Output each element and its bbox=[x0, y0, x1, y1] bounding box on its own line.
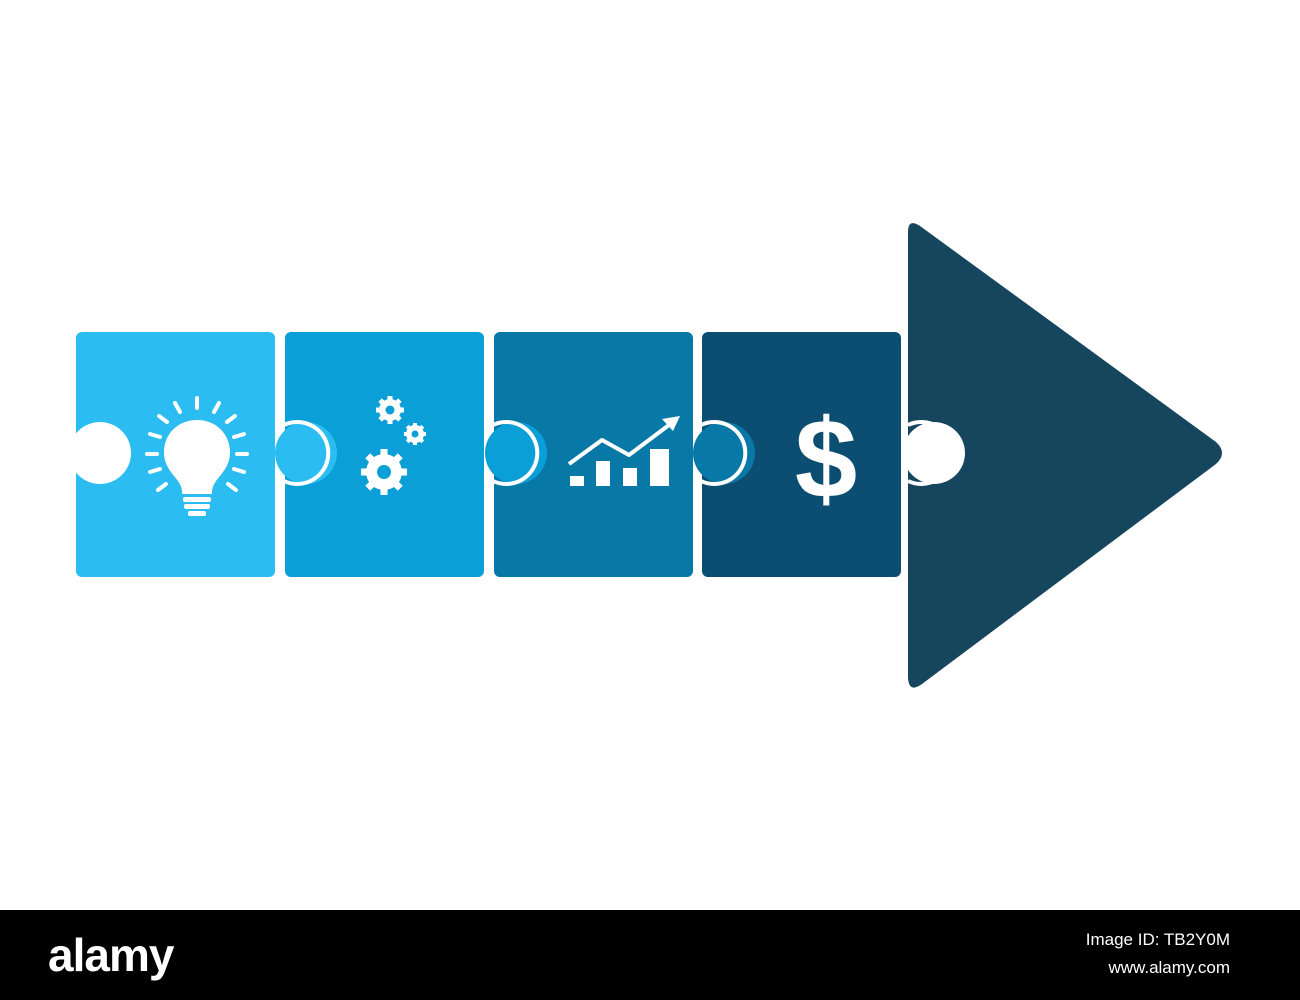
knob-outlines bbox=[283, 420, 955, 486]
gear-tooth bbox=[399, 407, 404, 413]
gear-tooth bbox=[376, 407, 381, 413]
gear-tooth bbox=[405, 437, 412, 444]
arrow-socket bbox=[903, 422, 965, 484]
gear-tooth bbox=[394, 398, 402, 406]
gear-tooth bbox=[380, 488, 388, 495]
puzzle-piece-profit bbox=[702, 332, 901, 577]
dollar-icon: $ bbox=[795, 396, 857, 521]
gear-tooth bbox=[405, 424, 412, 431]
gear-tooth bbox=[365, 453, 376, 464]
gear-tooth bbox=[413, 441, 417, 445]
gear-tooth bbox=[378, 398, 386, 406]
gears-icon bbox=[361, 396, 426, 495]
gear-tooth bbox=[418, 424, 425, 431]
gear-tooth bbox=[365, 480, 376, 491]
gear-tooth bbox=[361, 468, 368, 476]
gear-tooth bbox=[392, 453, 403, 464]
gear-tooth bbox=[400, 468, 407, 476]
watermark-url: www.alamy.com bbox=[1108, 958, 1230, 977]
puzzle-arrow-diagram: $ bbox=[69, 223, 1222, 688]
gear-tooth bbox=[413, 423, 417, 427]
watermark-brand: alamy bbox=[48, 929, 174, 981]
gear-tooth bbox=[378, 414, 386, 422]
gear-tooth bbox=[387, 396, 393, 401]
gear-tooth bbox=[422, 432, 426, 436]
gear-tooth bbox=[394, 414, 402, 422]
piece-process-knob bbox=[275, 422, 337, 484]
gear-tooth bbox=[392, 480, 403, 491]
puzzle-piece-growth bbox=[494, 332, 693, 577]
piece-idea-socket bbox=[69, 422, 131, 484]
growth-chart-icon bbox=[567, 416, 680, 486]
gear-tooth bbox=[387, 419, 393, 424]
gear-tooth bbox=[404, 432, 408, 436]
gear-tooth bbox=[418, 437, 425, 444]
lightbulb-icon bbox=[145, 396, 249, 516]
arrow-head bbox=[908, 223, 1222, 688]
watermark-image-id: Image ID: TB2Y0M bbox=[1085, 930, 1230, 949]
watermark-footer: alamy Image ID: TB2Y0M www.alamy.com bbox=[0, 910, 1300, 1000]
gear-tooth bbox=[380, 449, 388, 456]
